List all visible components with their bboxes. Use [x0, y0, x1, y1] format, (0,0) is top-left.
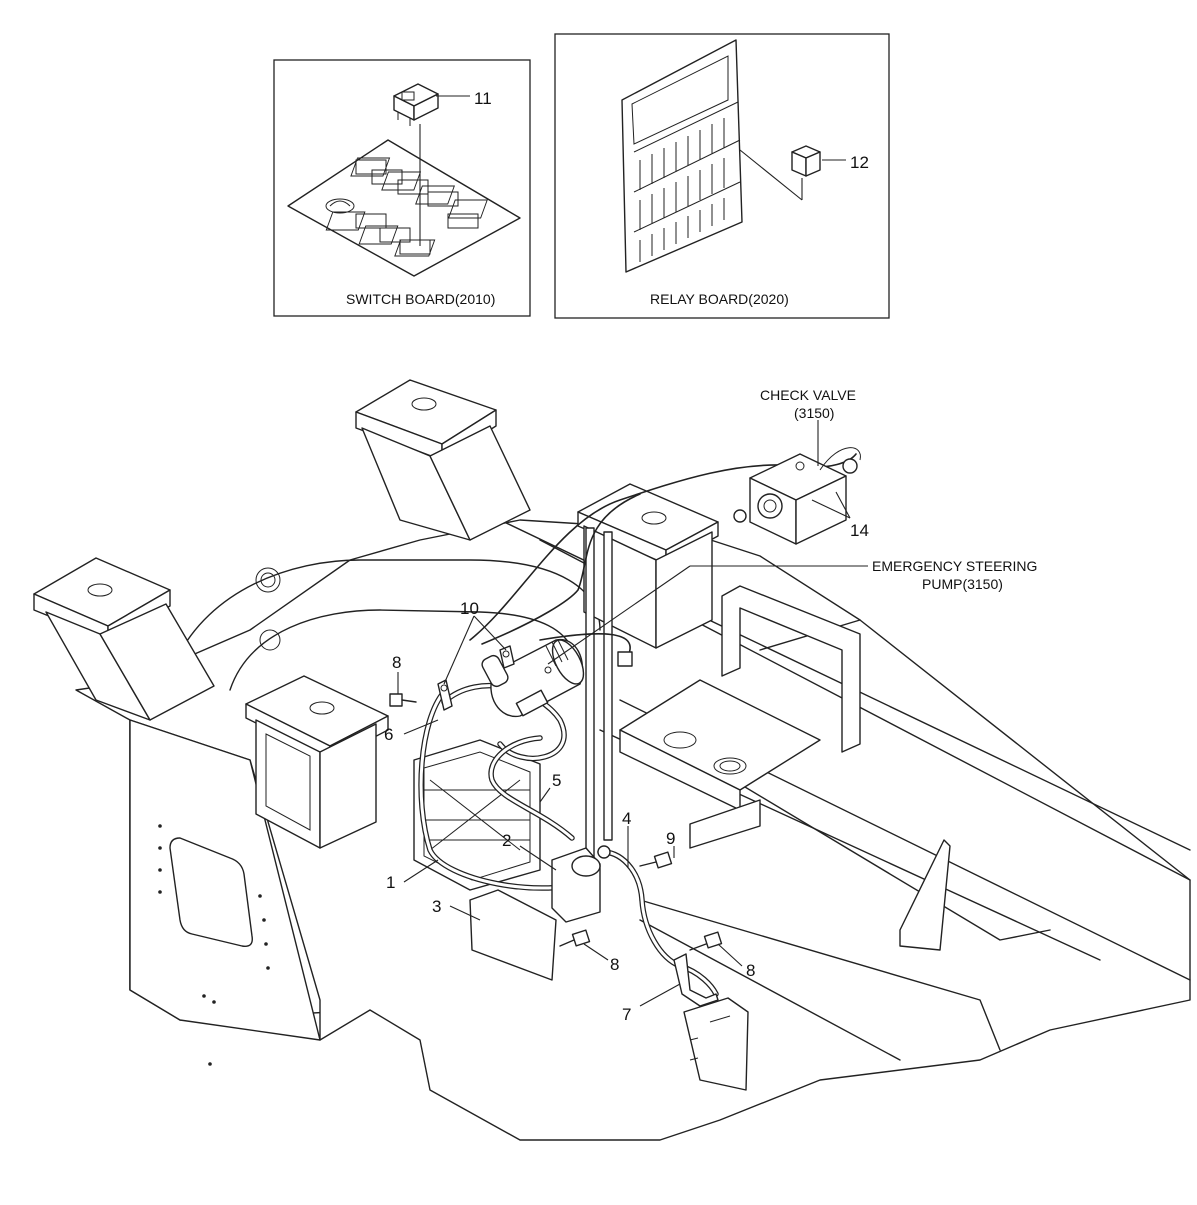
- relay-icon: [791, 145, 821, 177]
- callout-7: 7: [622, 1005, 631, 1024]
- relay-board-caption: RELAY BOARD(2020): [650, 291, 789, 307]
- bolt-8-right: [689, 931, 723, 951]
- callout-12: 12: [850, 153, 869, 172]
- check-valve-label: CHECK VALVE: [760, 387, 856, 403]
- harness-connector: [617, 651, 633, 667]
- callout-11: 11: [474, 89, 492, 108]
- relay-board-inset: 12 RELAY BOARD(2020): [554, 33, 890, 319]
- switch-board-inset: 11 SWITCH BOARD(2010): [273, 59, 531, 317]
- mount-pad-left: [33, 557, 215, 721]
- switch-board-caption: SWITCH BOARD(2010): [346, 291, 495, 307]
- leader-lines: [397, 420, 868, 1007]
- callout-14: 14: [850, 521, 869, 540]
- callout-6: 6: [384, 725, 393, 744]
- callout-9: 9: [666, 829, 675, 848]
- rocker-switch-icon: [393, 83, 439, 126]
- bolt-8-top: [389, 693, 417, 707]
- pump-label: EMERGENCY STEERING: [872, 558, 1037, 574]
- machine-frame: [33, 379, 1191, 1141]
- mount-pad-right: [577, 483, 719, 649]
- pump-code: PUMP(3150): [922, 576, 1003, 592]
- check-valve-code: (3150): [794, 405, 834, 421]
- callout-3: 3: [432, 897, 441, 916]
- callout-1: 1: [386, 873, 395, 892]
- callout-5: 5: [552, 771, 561, 790]
- starter-relay: [551, 845, 611, 923]
- bolt-8-mid: [559, 929, 591, 947]
- emergency-steering-pump: [481, 638, 585, 718]
- callout-8-top: 8: [392, 653, 401, 672]
- pump-brackets: [437, 645, 515, 711]
- callout-8-right: 8: [746, 961, 755, 980]
- callout-8-mid: 8: [610, 955, 619, 974]
- mount-pad-center: [245, 675, 389, 849]
- mounting-plate: [469, 889, 557, 981]
- callout-4: 4: [622, 809, 631, 828]
- callout-2: 2: [502, 831, 511, 850]
- check-valve: [733, 447, 861, 545]
- callout-10: 10: [460, 599, 479, 618]
- bolt-9: [639, 851, 673, 869]
- ground-terminal: [673, 953, 719, 1007]
- mount-pad-rear-left: [355, 379, 531, 541]
